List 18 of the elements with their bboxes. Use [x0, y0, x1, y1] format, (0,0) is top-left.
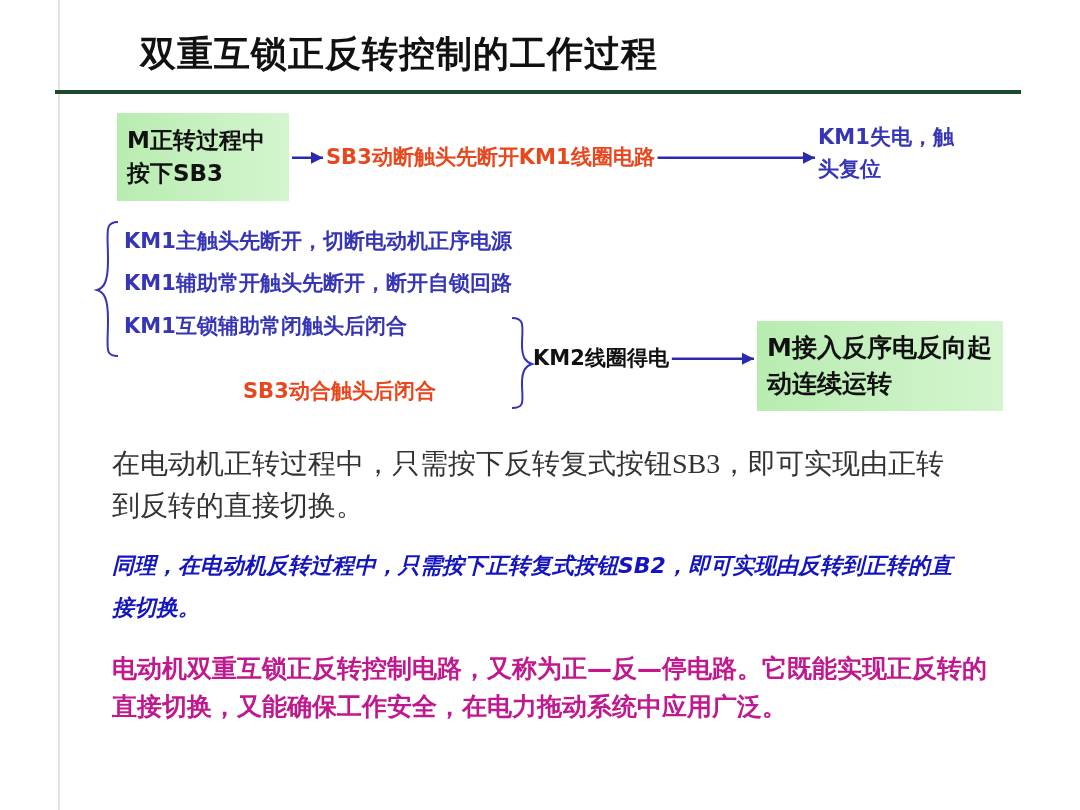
process-box: [757, 321, 1003, 411]
paragraph: 电动机双重互锁正反转控制电路，又称为正—反—停电路。它既能实现正反转的直接切换，又能确保工作安全，在电力拖动系统中应用广泛。: [112, 653, 988, 723]
node-text: SB3动断触头先断开KM1线圈电路: [326, 145, 655, 169]
title: 双重互锁正反转控制的工作过程: [140, 32, 658, 76]
step-text: KM1辅助常开触头先断开，断开自锁回路: [124, 270, 512, 297]
paragraph: 在电动机正转过程中，只需按下反转复式按钮SB3，即可实现由正转到反转的直接切换。: [112, 447, 946, 523]
paragraph: 同理，在电动机反转过程中，只需按下正转复式按钮SB2，即可实现由反转到正转的直接切换。: [112, 545, 972, 629]
arrow: [292, 151, 323, 164]
node-text: M正转过程中按下SB3: [127, 125, 266, 188]
step-text: KM1互锁辅助常闭触头后闭合: [124, 313, 407, 340]
step-text: KM1主触头先断开，切断电动机正序电源: [124, 228, 512, 255]
node-text: KM1失电，触头复位: [818, 125, 954, 181]
arrow: [657, 151, 815, 164]
step-text: SB3动合触头后闭合: [243, 378, 436, 405]
process-box: [117, 113, 289, 201]
node-text: M接入反序电反向起动连续运转: [767, 331, 993, 400]
arrow: [671, 352, 754, 365]
node-text: KM2线圈得电: [533, 346, 669, 370]
